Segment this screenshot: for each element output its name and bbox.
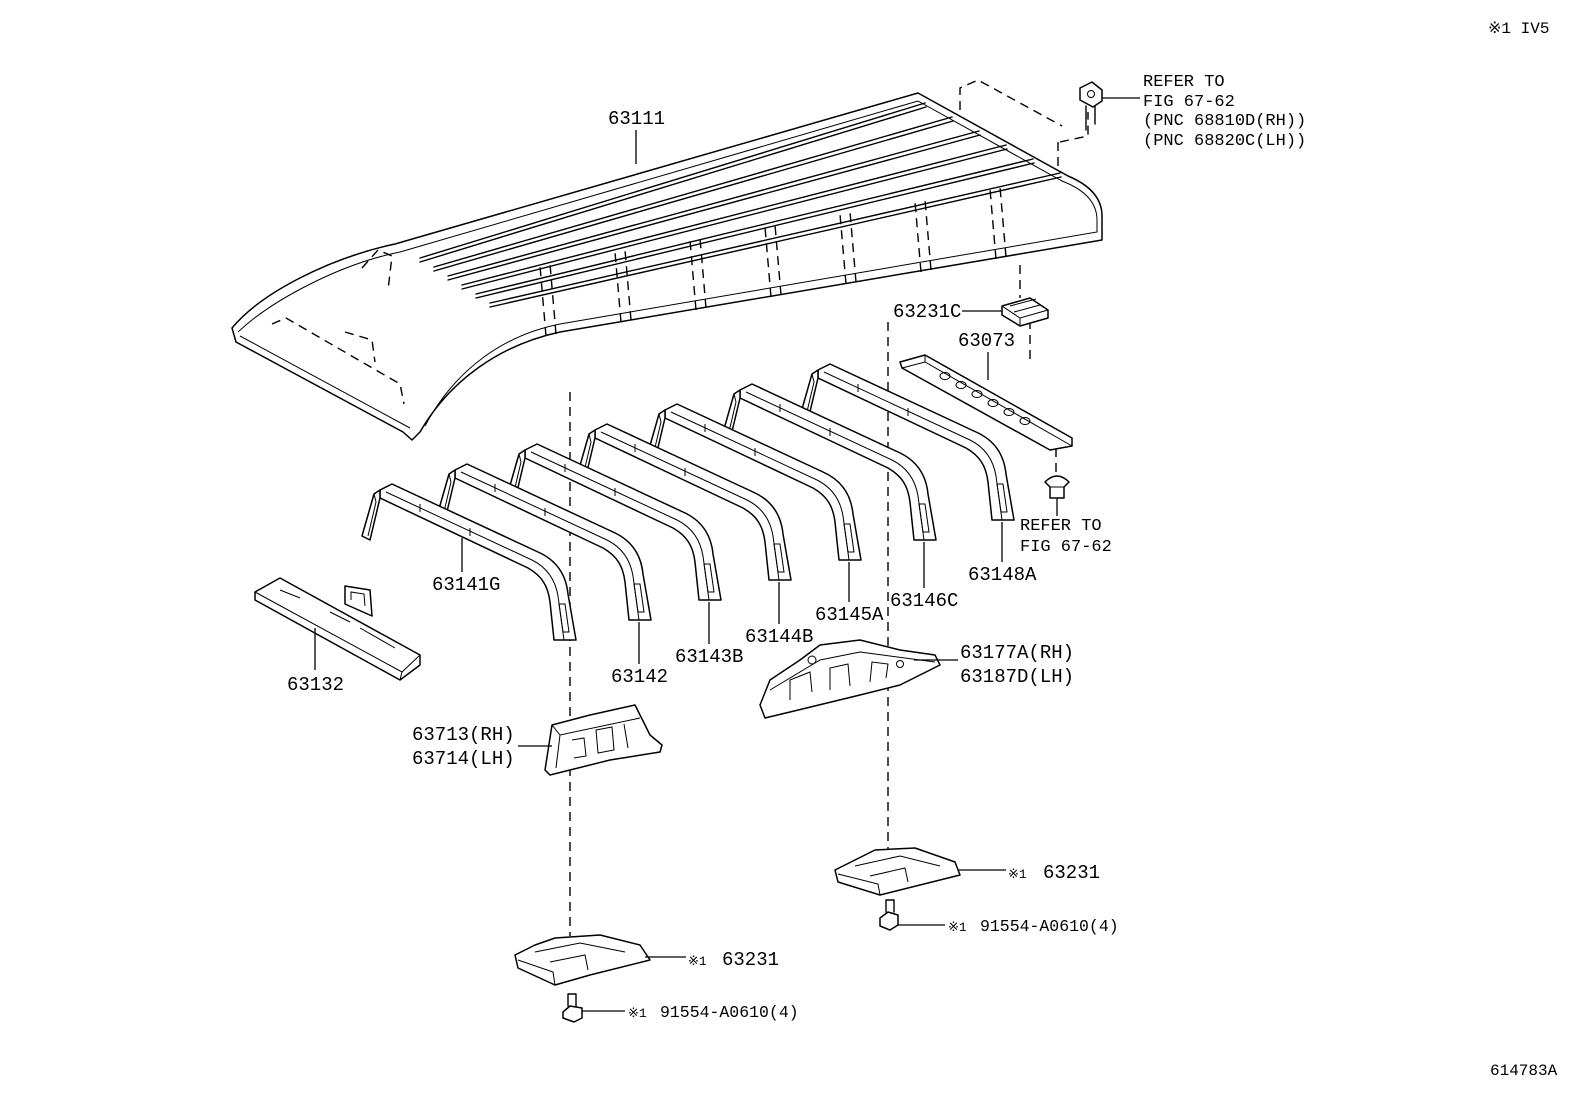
part-label-brace-left[interactable]: 63231 <box>722 949 779 971</box>
part-label-front-panel[interactable]: 63132 <box>287 674 344 696</box>
front-panel-63132-drawing <box>254 577 421 681</box>
part-label-roof-panel[interactable]: 63111 <box>608 108 665 130</box>
part-label-side-inner-upper-rh[interactable]: 63177A(RH) <box>960 642 1074 664</box>
clip-drawing <box>1044 475 1070 499</box>
reinforcement-63073-drawing <box>899 354 1073 451</box>
clip-note-line2: FIG 67-62 <box>1020 538 1112 557</box>
part-label-side-inner-upper-lh[interactable]: 63187D(LH) <box>960 666 1074 688</box>
brace-right-drawing <box>834 847 961 896</box>
roof-bracket-note-line4: (PNC 68820C(LH)) <box>1143 132 1306 151</box>
roof-rack-bracket-drawing <box>1079 81 1103 131</box>
part-label-bolt-right[interactable]: 91554-A0610(4) <box>980 917 1119 936</box>
bolt-right-drawing <box>879 899 899 931</box>
side-inner-panel-upper-drawing <box>759 639 941 719</box>
roof-panel-drawing <box>231 92 1103 441</box>
part-label-reinforcement[interactable]: 63073 <box>958 330 1015 352</box>
part-label-brace-right[interactable]: 63231 <box>1043 862 1100 884</box>
part-label-bow-63146c[interactable]: 63146C <box>890 590 958 612</box>
brace-left-marker: ※1 <box>688 954 707 969</box>
roof-bracket-note-line2: FIG 67-62 <box>1143 93 1235 112</box>
illustration-id: 614783A <box>1490 1062 1558 1080</box>
part-label-bow-63141g[interactable]: 63141G <box>432 574 500 596</box>
clip-note-line1: REFER TO <box>1020 517 1102 536</box>
part-label-side-inner-lower-lh[interactable]: 63714(LH) <box>412 748 515 770</box>
catalog-note-code: ※1 IV5 <box>1488 20 1549 38</box>
part-label-bow-63143b[interactable]: 63143B <box>675 646 743 668</box>
bolt-left-marker: ※1 <box>628 1006 647 1021</box>
roof-bracket-note-line1: REFER TO <box>1143 73 1225 92</box>
brace-left-drawing <box>514 934 651 986</box>
brace-right-marker: ※1 <box>1008 867 1027 882</box>
bracket-63231c-drawing <box>1001 297 1049 327</box>
bolt-left-drawing <box>562 993 583 1023</box>
bolt-right-marker: ※1 <box>948 920 967 935</box>
part-label-side-inner-lower-rh[interactable]: 63713(RH) <box>412 724 515 746</box>
part-label-bow-63142[interactable]: 63142 <box>611 666 668 688</box>
part-label-bow-63145a[interactable]: 63145A <box>815 604 884 626</box>
side-inner-panel-lower-drawing <box>544 704 663 776</box>
part-label-bracket[interactable]: 63231C <box>893 301 961 323</box>
part-label-bow-63144b[interactable]: 63144B <box>745 626 813 648</box>
part-label-bolt-left[interactable]: 91554-A0610(4) <box>660 1003 799 1022</box>
roof-bracket-note-line3: (PNC 68810D(RH)) <box>1143 112 1306 131</box>
alignment-dashed-lines <box>569 79 1089 936</box>
part-label-bow-63148a[interactable]: 63148A <box>968 564 1037 586</box>
